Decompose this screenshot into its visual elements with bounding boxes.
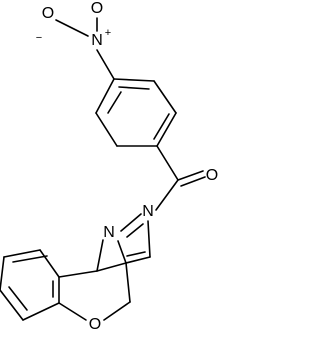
structure-canvas: O − N + O O N N O [0,0,218,333]
bond-3 [113,78,155,82]
bond-14 [180,176,206,187]
atom-n-pyrazole-2: N [103,224,115,241]
bond-16 [120,213,142,232]
bond-8 [95,78,115,114]
bond-15 [155,179,179,211]
bond-24 [125,262,131,303]
bond-31 [0,289,24,321]
bond-19 [117,240,127,264]
bond-11 [107,91,122,114]
bond-30 [0,256,5,291]
bond-13 [177,170,204,181]
bond-32 [22,302,60,321]
bond-0 [55,19,89,37]
bond-17 [147,220,151,258]
charge-minus: − [36,32,42,44]
atom-o-ether: O [89,316,101,333]
bond-2 [96,49,115,80]
bond-29 [3,249,41,258]
atom-o-nitro: O [91,0,103,17]
charge-plus: + [105,27,111,39]
bond-5 [156,112,177,147]
bond-34 [12,255,48,263]
bond-10 [153,113,170,140]
bond-7 [95,112,118,147]
bond-9 [118,86,150,90]
bond-layer [0,17,206,321]
bond-23 [126,251,146,257]
bond-35 [8,286,28,311]
bond-21 [96,262,127,272]
atom-o-carbonyl: O [206,167,218,184]
bond-12 [156,145,179,181]
bond-20 [96,239,104,272]
bond-4 [153,80,177,114]
atom-o-minus: O [42,5,54,22]
bond-26 [58,302,87,321]
bond-22 [126,223,144,238]
chemical-structure-diagram: O − N + O O N N O [0,0,218,333]
bond-27 [58,270,98,278]
bond-25 [103,301,131,321]
atom-n-nitro: N [91,32,103,49]
atom-n-pyrazole-1: N [142,203,154,220]
bond-28 [39,249,60,278]
bond-18 [125,256,151,264]
